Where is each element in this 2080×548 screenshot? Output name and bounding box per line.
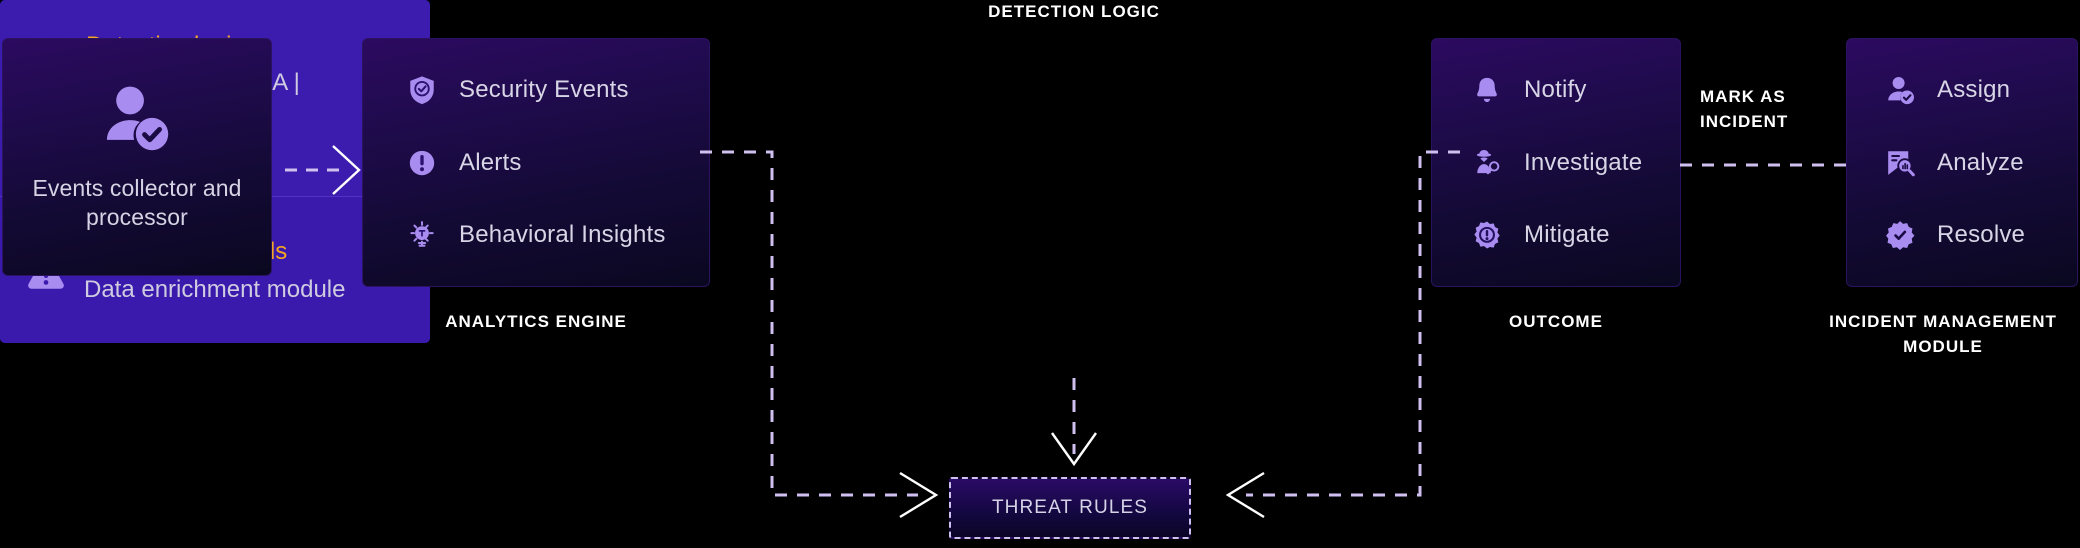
card-analytics-engine[interactable]: Security Events Alerts bbox=[362, 38, 710, 287]
user-check-icon bbox=[1885, 75, 1915, 105]
outcome-row-mitigate[interactable]: Mitigate bbox=[1472, 220, 1680, 250]
incident-label-assign: Assign bbox=[1937, 76, 2011, 103]
incident-label-analyze: Analyze bbox=[1937, 148, 2024, 176]
analytics-label-security-events: Security Events bbox=[459, 76, 629, 103]
badge-check-icon bbox=[1885, 220, 1915, 250]
connector-detection-to-threat-rules bbox=[1051, 378, 1097, 467]
outcome-label-mitigate: Mitigate bbox=[1524, 221, 1610, 248]
caption-analytics-engine: ANALYTICS ENGINE bbox=[445, 312, 627, 331]
gear-alert-icon bbox=[1472, 220, 1502, 250]
caption-mark-as-incident-line2: INCIDENT bbox=[1700, 111, 1789, 131]
card-events-collector[interactable]: Events collector and processor bbox=[2, 38, 272, 276]
connector-outcome-to-threat-rules bbox=[1225, 150, 1460, 519]
threat-rules-label: THREAT RULES bbox=[991, 497, 1149, 518]
bell-icon bbox=[1472, 75, 1502, 105]
analytics-label-behavioral-insights: Behavioral Insights bbox=[459, 221, 666, 248]
shield-check-icon bbox=[407, 75, 437, 105]
connector-outcome-to-incident bbox=[1680, 163, 1860, 167]
outcome-label-notify: Notify bbox=[1524, 76, 1587, 103]
alert-circle-icon bbox=[407, 148, 437, 178]
user-check-icon bbox=[100, 82, 174, 156]
analytics-row-security-events[interactable]: Security Events bbox=[407, 75, 709, 105]
incident-row-resolve[interactable]: Resolve bbox=[1885, 220, 2077, 250]
analytics-row-alerts[interactable]: Alerts bbox=[407, 148, 709, 178]
analytics-row-behavioral-insights[interactable]: Behavioral Insights bbox=[407, 220, 709, 250]
caption-incident-management-module: INCIDENT MANAGEMENT MODULE bbox=[1829, 312, 2057, 356]
document-search-icon bbox=[1885, 148, 1915, 178]
caption-mark-as-incident-line1: MARK AS bbox=[1700, 87, 1786, 106]
incident-row-analyze[interactable]: Analyze bbox=[1885, 148, 2077, 178]
lightbulb-gear-icon bbox=[407, 220, 437, 250]
caption-mark-as-incident: MARK AS INCIDENT bbox=[1700, 85, 1840, 134]
outcome-row-notify[interactable]: Notify bbox=[1472, 75, 1680, 105]
connector-analytics-to-threat-rules bbox=[700, 150, 939, 519]
incident-label-resolve: Resolve bbox=[1937, 221, 2026, 248]
connector-collector-to-analytics bbox=[285, 145, 361, 195]
outcome-label-investigate: Investigate bbox=[1524, 148, 1643, 176]
card-incident-management[interactable]: Assign Analyze bbox=[1846, 38, 2078, 287]
outcome-row-investigate[interactable]: Investigate bbox=[1472, 148, 1680, 178]
analytics-label-alerts: Alerts bbox=[459, 148, 522, 176]
card-outcome[interactable]: Notify Investigate bbox=[1431, 38, 1681, 287]
incident-row-assign[interactable]: Assign bbox=[1885, 75, 2077, 105]
events-collector-label: Events collector and processor bbox=[32, 174, 242, 230]
caption-outcome: OUTCOME bbox=[1509, 312, 1603, 331]
detection-body-iocs: Data enrichment module bbox=[84, 275, 346, 303]
caption-detection-logic: DETECTION LOGIC bbox=[988, 2, 1160, 21]
threat-rules-box[interactable]: THREAT RULES bbox=[949, 477, 1191, 539]
detective-icon bbox=[1472, 148, 1502, 178]
